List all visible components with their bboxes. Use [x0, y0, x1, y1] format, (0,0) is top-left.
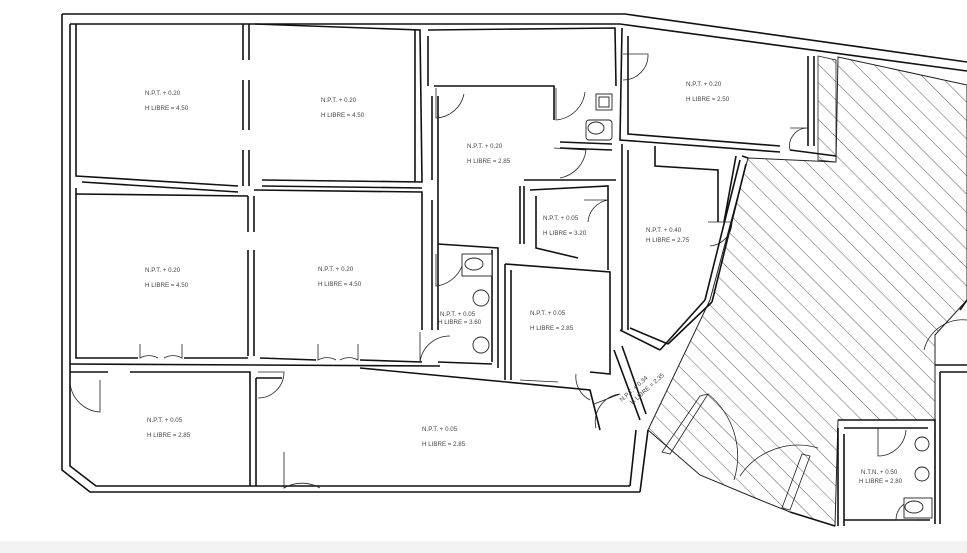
room-label: N.P.T. + 0.40 H LIBRE = 2.75 — [646, 227, 690, 244]
room-height: H LIBRE = 4.50 — [145, 105, 189, 112]
room-height: H LIBRE = 2.80 — [859, 478, 903, 485]
room-label: N.P.T. + 0.20 H LIBRE = 4.50 — [321, 97, 365, 119]
viewer-footer-bar — [0, 541, 967, 553]
room-height: H LIBRE = 4.50 — [318, 281, 362, 288]
room-height: H LIBRE = 3.60 — [438, 319, 482, 326]
room-level: N.P.T. + 0.20 — [145, 90, 181, 97]
outer-walls — [61, 13, 967, 493]
room-label: N.P.T. + 0.05 H LIBRE = 2.85 — [422, 426, 466, 448]
room-height: H LIBRE = 4.50 — [145, 282, 189, 289]
room-level: N.T.N. + 0.50 — [861, 469, 898, 476]
room-height: H LIBRE = 3.20 — [543, 230, 587, 237]
room-height: H LIBRE = 2.50 — [686, 96, 730, 103]
room-level: N.P.T. + 0.40 — [646, 227, 682, 234]
room-label: N.P.T. + 0.05 H LIBRE = 2.85 — [530, 310, 574, 332]
room-label: N.P.T. + 0.20 H LIBRE = 2.50 — [686, 81, 730, 103]
room-label: N.P.T. + 0.20 H LIBRE = 4.50 — [145, 90, 189, 112]
room-label: N.P.T. + 0.20 H LIBRE = 2.85 — [467, 143, 511, 165]
room-height: H LIBRE = 2.85 — [530, 325, 574, 332]
room-height: H LIBRE = 2.85 — [422, 441, 466, 448]
room-label: N.P.T. + 0.20 H LIBRE = 4.50 — [318, 266, 362, 288]
room-label: N.P.T. + 0.20 H LIBRE = 4.50 — [145, 267, 189, 289]
room-label: N.P.T. + 0.05 H LIBRE = 3.20 — [543, 215, 587, 237]
room-height: H LIBRE = 2.75 — [646, 237, 690, 244]
room-level: N.P.T. + 0.20 — [145, 267, 181, 274]
room-level: N.P.T. + 0.05 — [147, 417, 183, 424]
room-height: H LIBRE = 4.50 — [321, 112, 365, 119]
room-label: N.T.N. + 0.50 H LIBRE = 2.80 — [859, 469, 903, 485]
room-label: N.P.T. + 0.05 H LIBRE = 2.85 — [147, 417, 191, 439]
sanitary-fixtures — [461, 93, 933, 519]
room-height: H LIBRE = 2.85 — [147, 432, 191, 439]
room-level: N.P.T. + 0.20 — [467, 143, 503, 150]
room-level: N.P.T. + 0.05 — [530, 310, 566, 317]
room-level: N.P.T. + 0.05 — [440, 311, 476, 318]
room-height: H LIBRE = 2.85 — [467, 158, 511, 165]
hatched-strip — [817, 55, 837, 163]
room-level: N.P.T. + 0.20 — [321, 97, 357, 104]
room-level: N.P.T. + 0.20 — [686, 81, 722, 88]
room-level: N.P.T. + 0.20 — [318, 266, 354, 273]
doors — [69, 53, 967, 521]
room-level: N.P.T. + 0.05 — [422, 426, 458, 433]
room-label: N.P.T. + 0.05 H LIBRE = 3.60 — [438, 311, 482, 326]
room-level: N.P.T. + 0.05 — [543, 215, 579, 222]
interior-walls — [69, 23, 967, 527]
